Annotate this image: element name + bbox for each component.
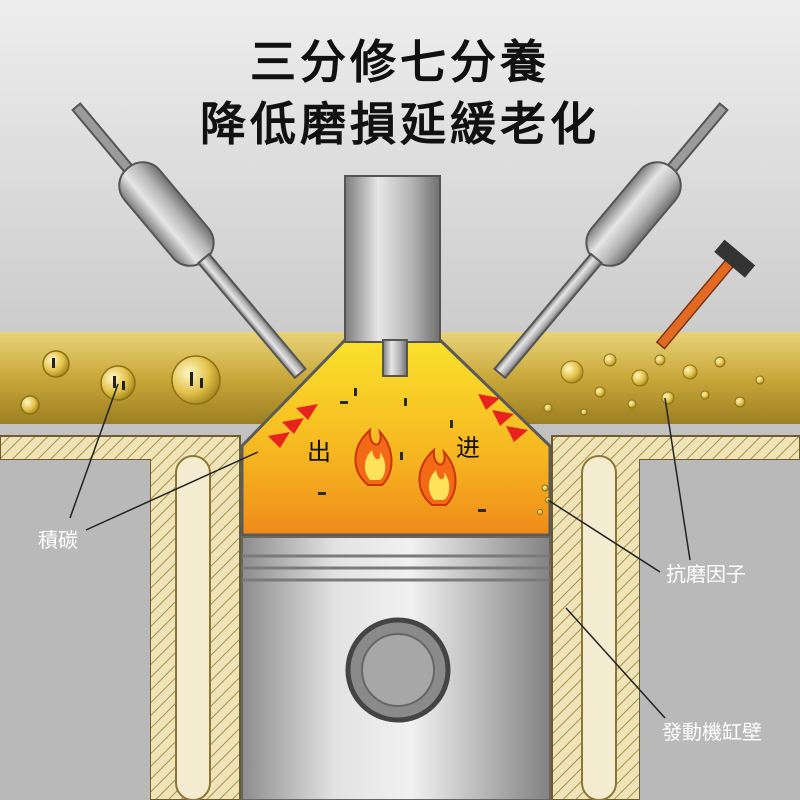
- exhaust-valve: [71, 102, 307, 380]
- label-cylinder-wall: 發動機缸壁: [662, 720, 762, 744]
- carbon-flecks: [318, 388, 486, 512]
- spark-plug: [344, 175, 441, 377]
- label-intake: 进: [456, 434, 480, 462]
- label-carbon: 積碳: [38, 528, 78, 552]
- leader-lines: [69, 383, 691, 719]
- title-line-1: 三分修七分養: [250, 35, 550, 89]
- hammer-icon: [655, 239, 756, 350]
- cylinder-wall-left: [0, 435, 241, 800]
- carbon-bubbles: [20, 350, 221, 415]
- title-line-2: 降低磨損延緩老化: [200, 97, 600, 151]
- red-arrow-icon: [268, 394, 528, 448]
- intake-valve: [493, 102, 729, 380]
- flame-icon: [418, 447, 457, 506]
- cylinder-wall-right: [551, 435, 800, 800]
- label-anti-wear: 抗磨因子: [666, 562, 746, 586]
- flame-icon: [354, 427, 393, 486]
- label-exhaust: 出: [307, 438, 331, 466]
- piston: [241, 536, 551, 800]
